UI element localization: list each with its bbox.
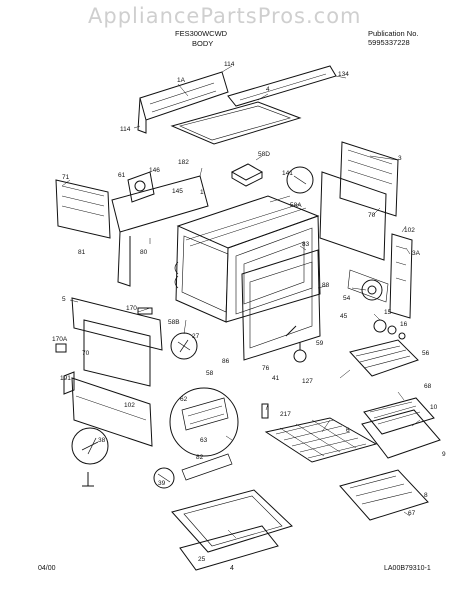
part-label: 170 [126,305,137,312]
part-label: 5 [62,296,66,303]
part-label: 1A [177,77,185,84]
part-label: 88 [322,282,330,289]
part-label: 38 [98,437,106,444]
part-label: 6 [346,427,350,434]
part-label: 62 [180,396,188,403]
footer-date: 04/00 [38,565,56,572]
part-label: 16 [400,321,408,328]
part-label: 61 [118,172,126,179]
publication-number: 5995337228 [368,38,410,47]
part-label: 58 [206,370,214,377]
part-label: 114 [120,126,131,133]
part-label: 9 [442,451,446,458]
part-label: 25 [198,556,206,563]
part-label: 67 [408,510,416,517]
part-label: 3 [398,155,402,162]
part-label: 59 [316,340,324,347]
part-label: 4 [266,86,270,93]
part-label: 58A [290,202,302,209]
part-label: 127 [302,378,313,385]
part-label: 81 [78,249,86,256]
part-label: 82 [196,454,204,461]
part-label: 80 [140,249,148,256]
part-label: 58D [258,151,270,158]
publication-label: Publication No. [368,29,419,38]
model-number: FES300WCWD [175,29,228,38]
part-label: 102 [404,227,415,234]
section-title: BODY [192,39,214,48]
part-label: 41 [272,375,280,382]
part-label: 86 [222,358,230,365]
part-label: 56 [422,350,430,357]
part-label: 141 [282,170,293,177]
part-label: 70 [82,350,90,357]
part-label: 102 [124,402,135,409]
part-label: 83 [302,241,310,248]
watermark: AppliancePartsPros.com [88,4,362,28]
part-label: 15 [384,309,392,316]
part-label: 182 [178,159,189,166]
diagram-id: LA00B79310-1 [384,565,431,572]
part-label: 10 [430,404,438,411]
part-label: 76 [262,365,270,372]
part-label: 58B [168,319,180,326]
part-label: 3A [412,250,420,257]
part-label: 217 [280,411,291,418]
part-label: 146 [149,167,160,174]
part-label: 45 [340,313,348,320]
part-label: 134 [338,71,349,78]
part-label: 63 [200,437,208,444]
part-label: 114 [224,61,235,68]
part-label: 27 [192,333,200,340]
page-number: 4 [230,565,234,572]
part-label: 39 [158,480,166,487]
part-label: 71 [62,174,70,181]
part-label: 8 [424,492,428,499]
part-label: 54 [343,295,351,302]
part-label: 68 [424,383,432,390]
part-label: 145 [172,188,183,195]
part-label: 170A [52,336,68,343]
part-label: 70 [368,212,376,219]
part-label: 1 [200,189,204,196]
part-label: 191 [60,375,71,382]
